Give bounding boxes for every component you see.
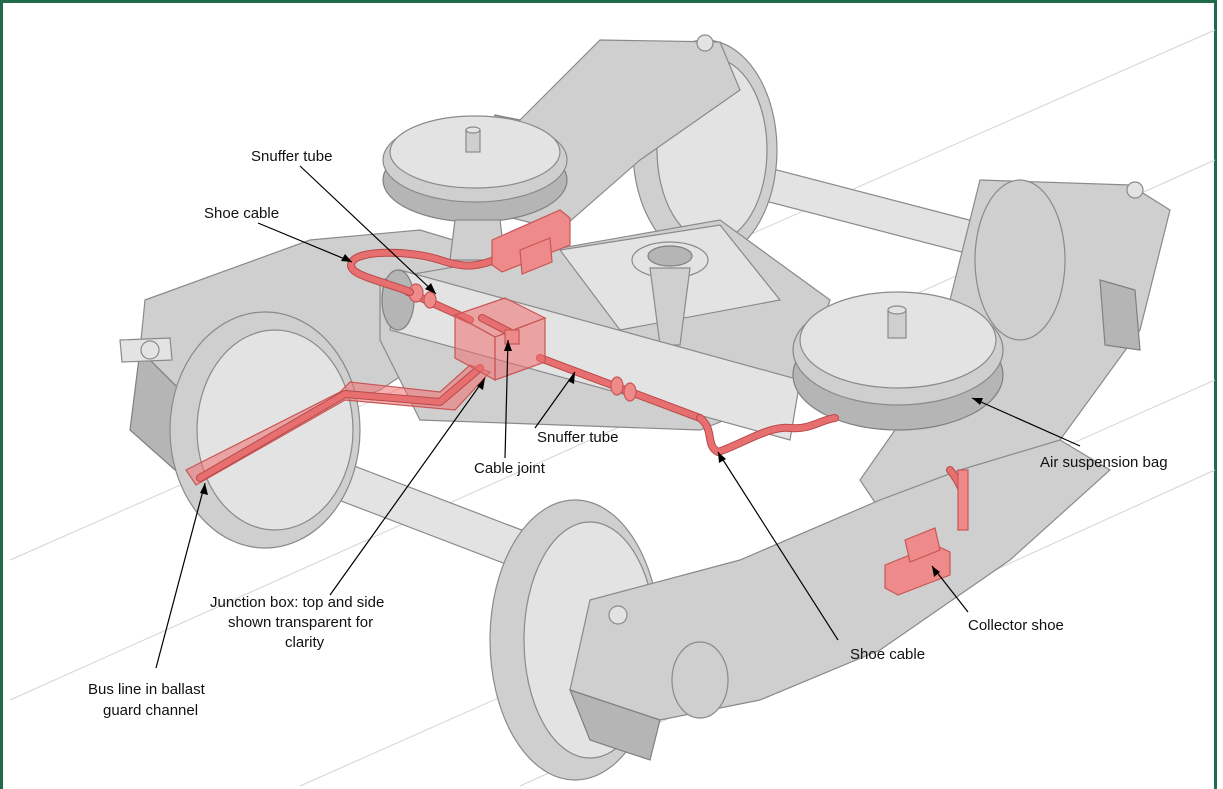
right-side-frame — [859, 179, 1171, 541]
label-junction-box-line1: Junction box: top and side — [210, 594, 384, 611]
label-bus-line-line1: Bus line in ballast — [88, 681, 206, 698]
leader-lines — [155, 165, 1081, 669]
label-snuffer-tube-mid: Snuffer tube — [537, 429, 618, 446]
front-right-side-frame — [568, 439, 1112, 761]
arrowheads — [200, 254, 983, 577]
right-air-suspension-bag — [792, 291, 1004, 431]
label-bus-line-line2: guard channel — [103, 702, 198, 719]
labels: Snuffer tube Shoe cable Snuffer tube Cab… — [88, 148, 1168, 719]
label-junction-box-line2: shown transparent for — [228, 614, 373, 631]
label-air-suspension-bag: Air suspension bag — [1040, 454, 1168, 471]
left-air-suspension-bag — [382, 115, 568, 261]
label-collector-shoe: Collector shoe — [968, 617, 1064, 634]
label-shoe-cable-right: Shoe cable — [850, 646, 925, 663]
label-snuffer-tube-top: Snuffer tube — [251, 148, 332, 165]
bus-line-channel — [185, 364, 492, 486]
label-shoe-cable-left: Shoe cable — [204, 205, 279, 222]
label-cable-joint: Cable joint — [474, 460, 546, 477]
label-junction-box-line3: clarity — [285, 634, 325, 651]
collector-shoe — [884, 469, 969, 596]
shoe-gear-block — [491, 209, 571, 275]
